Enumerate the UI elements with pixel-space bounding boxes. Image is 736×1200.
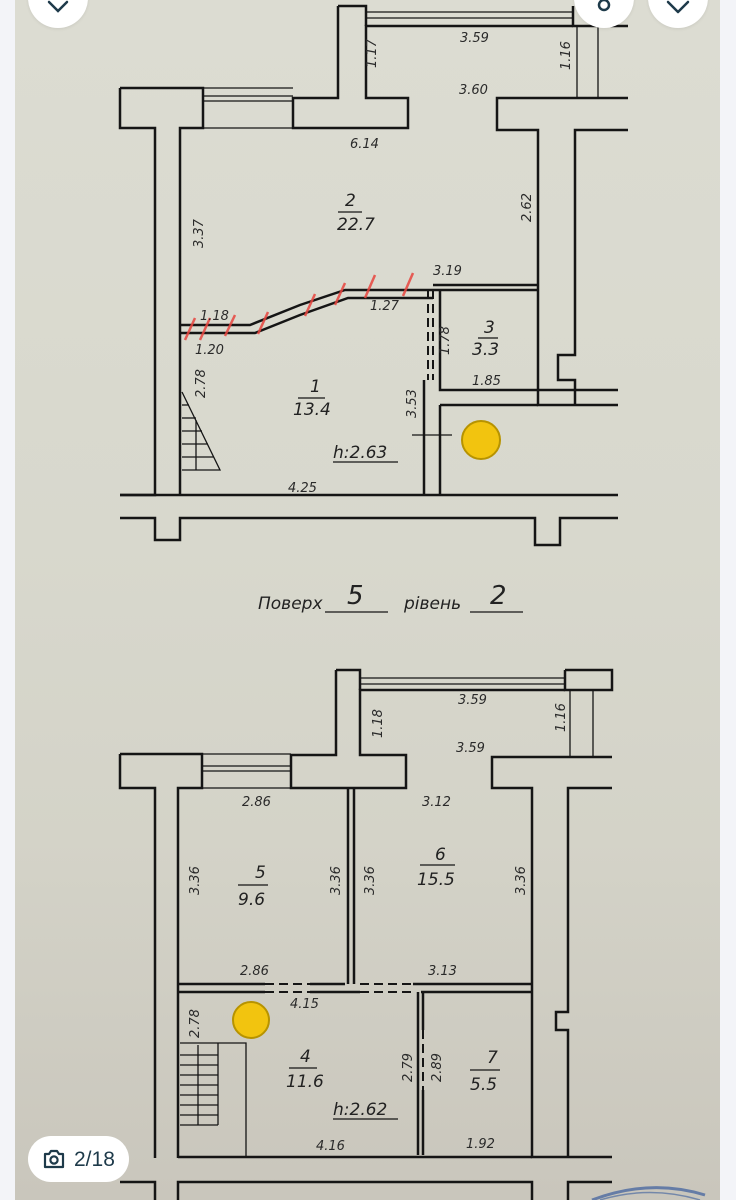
- svg-text:2.79: 2.79: [401, 1053, 416, 1082]
- svg-text:3: 3: [484, 318, 495, 338]
- svg-text:5: 5: [255, 863, 266, 883]
- svg-text:1.27: 1.27: [370, 299, 400, 314]
- svg-text:1.16: 1.16: [554, 703, 569, 732]
- svg-text:3.19: 3.19: [433, 264, 462, 279]
- photo-counter: 2/18: [28, 1136, 129, 1182]
- svg-text:2: 2: [490, 581, 507, 611]
- svg-text:9.6: 9.6: [238, 890, 265, 910]
- svg-text:3.59: 3.59: [460, 31, 489, 46]
- svg-text:1.17: 1.17: [365, 38, 380, 68]
- svg-text:1: 1: [310, 377, 321, 397]
- floor-plan-photo[interactable]: 3.59 1.17 1.16 3.60 6.14 3.37 2.62 2 22.…: [15, 0, 720, 1200]
- svg-text:15.5: 15.5: [417, 870, 455, 890]
- svg-text:6: 6: [435, 845, 446, 865]
- svg-text:1.16: 1.16: [559, 41, 574, 70]
- svg-text:h:2.62: h:2.62: [333, 1100, 387, 1120]
- svg-text:1.20: 1.20: [195, 343, 224, 358]
- svg-text:3.36: 3.36: [363, 866, 378, 895]
- close-icon: [47, 0, 69, 13]
- svg-text:4.15: 4.15: [290, 997, 319, 1012]
- svg-text:22.7: 22.7: [337, 215, 375, 235]
- svg-text:1.18: 1.18: [200, 309, 229, 324]
- svg-text:3.60: 3.60: [459, 83, 488, 98]
- svg-text:3.36: 3.36: [514, 866, 529, 895]
- svg-text:2.78: 2.78: [188, 1009, 203, 1038]
- svg-text:11.6: 11.6: [286, 1072, 324, 1092]
- svg-text:рівень: рівень: [403, 594, 461, 614]
- svg-text:2.78: 2.78: [194, 369, 209, 398]
- svg-text:3.37: 3.37: [192, 218, 207, 248]
- svg-text:3.3: 3.3: [472, 340, 499, 360]
- svg-text:1.85: 1.85: [472, 374, 501, 389]
- svg-text:3.59: 3.59: [456, 741, 485, 756]
- camera-icon: [43, 1149, 65, 1169]
- svg-text:3.12: 3.12: [422, 795, 451, 810]
- svg-text:3.36: 3.36: [188, 866, 203, 895]
- svg-text:3.13: 3.13: [428, 964, 457, 979]
- svg-text:3.59: 3.59: [458, 693, 487, 708]
- svg-text:4.25: 4.25: [288, 481, 317, 496]
- svg-text:2: 2: [345, 191, 356, 211]
- svg-text:Поверх: Поверх: [258, 594, 323, 614]
- svg-text:7: 7: [487, 1048, 498, 1068]
- heart-icon: [666, 0, 690, 14]
- svg-text:5: 5: [347, 581, 364, 611]
- svg-text:13.4: 13.4: [293, 400, 331, 420]
- svg-text:4: 4: [300, 1047, 311, 1067]
- svg-text:3.53: 3.53: [405, 389, 420, 418]
- svg-text:5.5: 5.5: [470, 1075, 497, 1095]
- share-icon: [597, 0, 611, 12]
- svg-text:h:2.63: h:2.63: [333, 443, 387, 463]
- svg-text:2.86: 2.86: [240, 964, 269, 979]
- svg-text:2.89: 2.89: [430, 1053, 445, 1082]
- svg-text:1.92: 1.92: [466, 1137, 495, 1152]
- svg-text:1.18: 1.18: [371, 709, 386, 738]
- floor-plan-drawing: 3.59 1.17 1.16 3.60 6.14 3.37 2.62 2 22.…: [118, 4, 706, 1200]
- photo-counter-label: 2/18: [74, 1147, 115, 1171]
- svg-text:4.16: 4.16: [316, 1139, 345, 1154]
- svg-text:2.86: 2.86: [242, 795, 271, 810]
- svg-text:6.14: 6.14: [350, 137, 379, 152]
- svg-text:1.78: 1.78: [438, 326, 453, 355]
- yellow-marker: [232, 1001, 270, 1039]
- yellow-marker: [461, 420, 501, 460]
- svg-text:3.36: 3.36: [329, 866, 344, 895]
- svg-text:2.62: 2.62: [520, 193, 535, 222]
